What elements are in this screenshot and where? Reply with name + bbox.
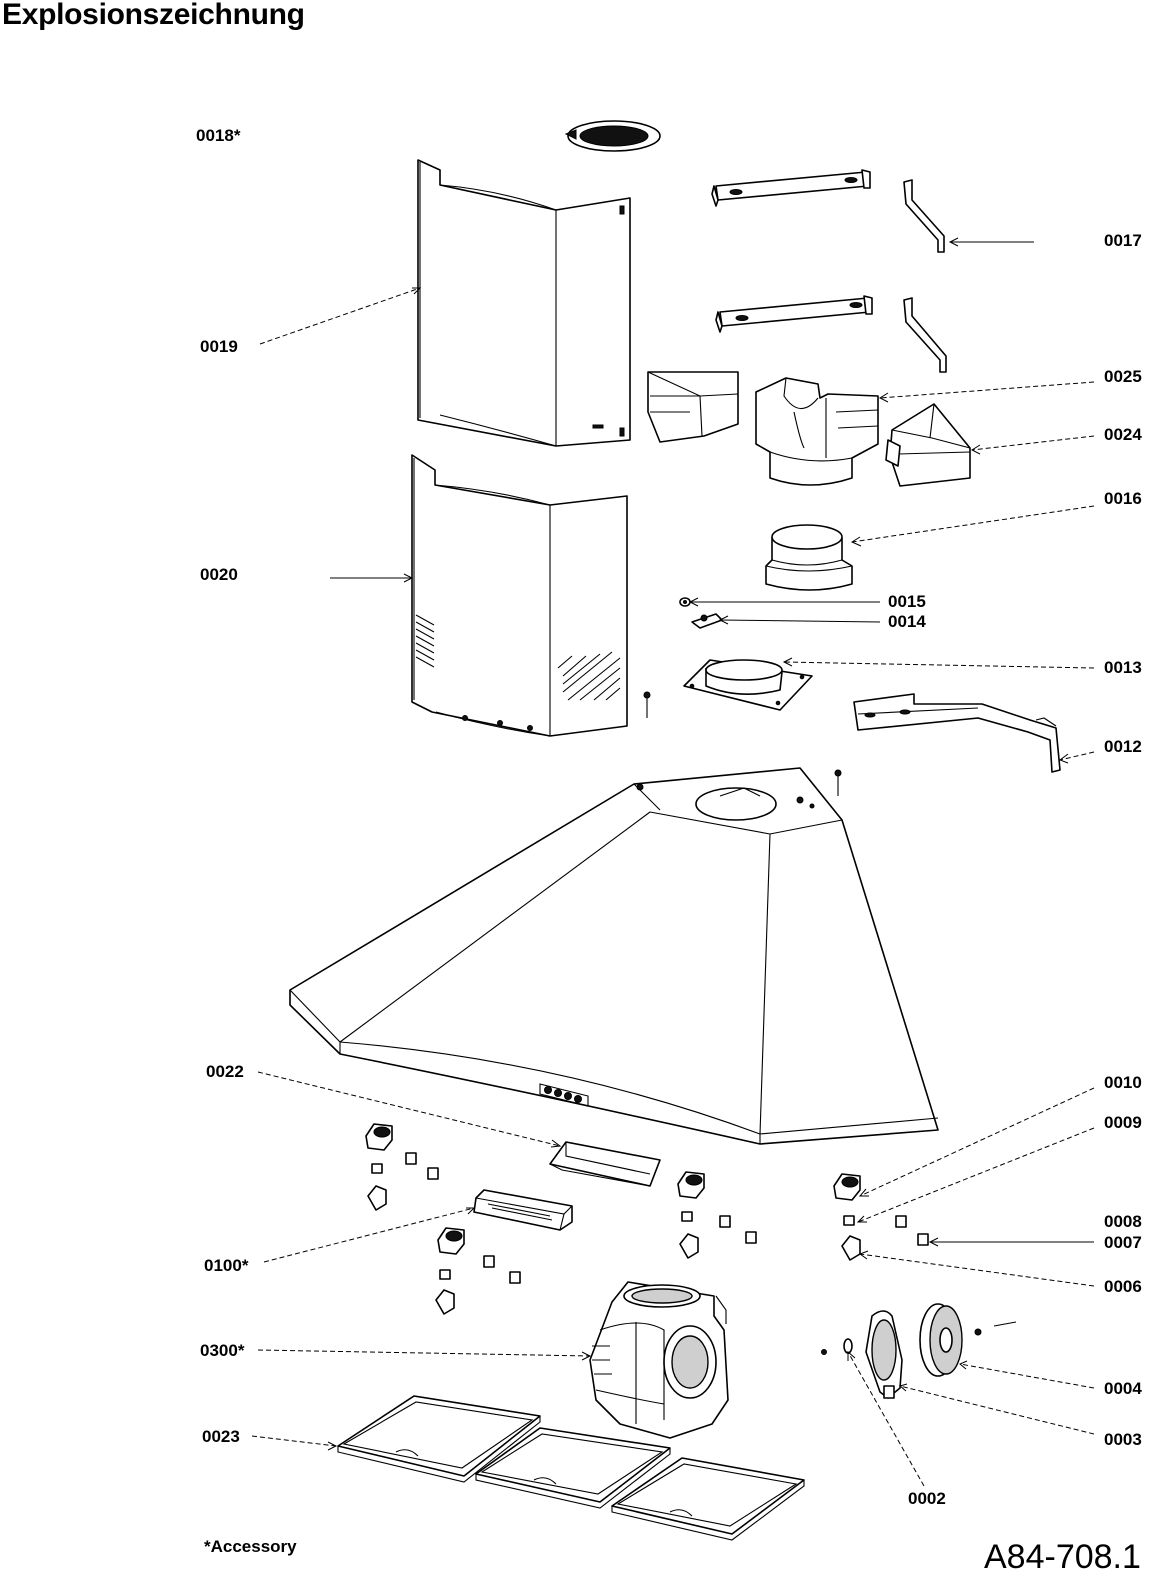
callout-labels: 0018* 0017 0019 0025 0024 0016 0020 0015… — [196, 126, 1142, 1508]
part-0024-side-duct-right — [885, 403, 971, 487]
callout-0018: 0018* — [196, 126, 241, 145]
callout-0300: 0300* — [200, 1341, 245, 1360]
part-0025-airflow-connector — [755, 377, 879, 486]
screw-small — [643, 691, 842, 796]
part-0013-flange — [683, 659, 813, 711]
callout-0006: 0006 — [1104, 1277, 1142, 1296]
callout-0016: 0016 — [1104, 489, 1142, 508]
part-0020-lower-chimney — [411, 454, 628, 737]
callout-0014: 0014 — [888, 612, 926, 631]
part-0022-bracket — [549, 1141, 661, 1187]
control-buttons — [539, 1083, 589, 1107]
callout-0008: 0008 — [1104, 1212, 1142, 1231]
callout-0019: 0019 — [200, 337, 238, 356]
part-0018-ring — [564, 120, 661, 152]
part-0015-clip — [679, 597, 691, 607]
part-0100-carbon-module — [473, 1189, 573, 1231]
part-0300-blower — [589, 1281, 729, 1439]
part-0023-grease-filter-1 — [337, 1395, 541, 1483]
callout-0022: 0022 — [206, 1062, 244, 1081]
callout-0023: 0023 — [202, 1427, 240, 1446]
callout-0004: 0004 — [1104, 1379, 1142, 1398]
hood-canopy — [289, 767, 939, 1145]
part-0012-bracket — [853, 693, 1061, 773]
callout-0010: 0010 — [1104, 1073, 1142, 1092]
callout-0007: 0007 — [1104, 1233, 1142, 1252]
callout-0012: 0012 — [1104, 737, 1142, 756]
screw-0004 — [974, 1321, 1017, 1336]
part-0004-cover — [919, 1303, 963, 1377]
vent-grille-left — [415, 614, 435, 668]
lamp-holder-group-1 — [365, 1123, 439, 1211]
page-title: Explosionszeichnung — [2, 0, 305, 31]
callout-0020: 0020 — [200, 565, 238, 584]
callout-0024: 0024 — [1104, 425, 1142, 444]
part-0023-grease-filter-2 — [475, 1427, 671, 1509]
callout-0013: 0013 — [1104, 658, 1142, 677]
callout-0017: 0017 — [1104, 231, 1142, 250]
lamp-holder-group-4 — [833, 1173, 929, 1261]
part-0002-washer — [821, 1338, 853, 1355]
part-0019-upper-chimney — [417, 159, 631, 447]
leader-lines — [251, 237, 1095, 1487]
callout-0002: 0002 — [908, 1489, 946, 1508]
callout-0009: 0009 — [1104, 1113, 1142, 1132]
lamp-holder-group-2 — [677, 1171, 757, 1259]
part-0003-motor-housing — [865, 1310, 903, 1399]
part-0016-reducer — [765, 524, 853, 591]
part-0025-side-duct-left — [647, 371, 739, 443]
callout-0015: 0015 — [888, 592, 926, 611]
callout-0100: 0100* — [204, 1256, 249, 1275]
accessory-footnote: *Accessory — [204, 1537, 297, 1556]
lamp-holder-group-3 — [435, 1227, 521, 1315]
vent-grille-right — [557, 651, 621, 701]
callout-0025: 0025 — [1104, 367, 1142, 386]
part-0017-brackets — [711, 169, 947, 373]
callout-0003: 0003 — [1104, 1430, 1142, 1449]
part-0023-grease-filter-3 — [611, 1457, 805, 1541]
part-0014-valve-flap — [691, 613, 723, 629]
drawing-number: A84-708.1 — [984, 1538, 1141, 1576]
